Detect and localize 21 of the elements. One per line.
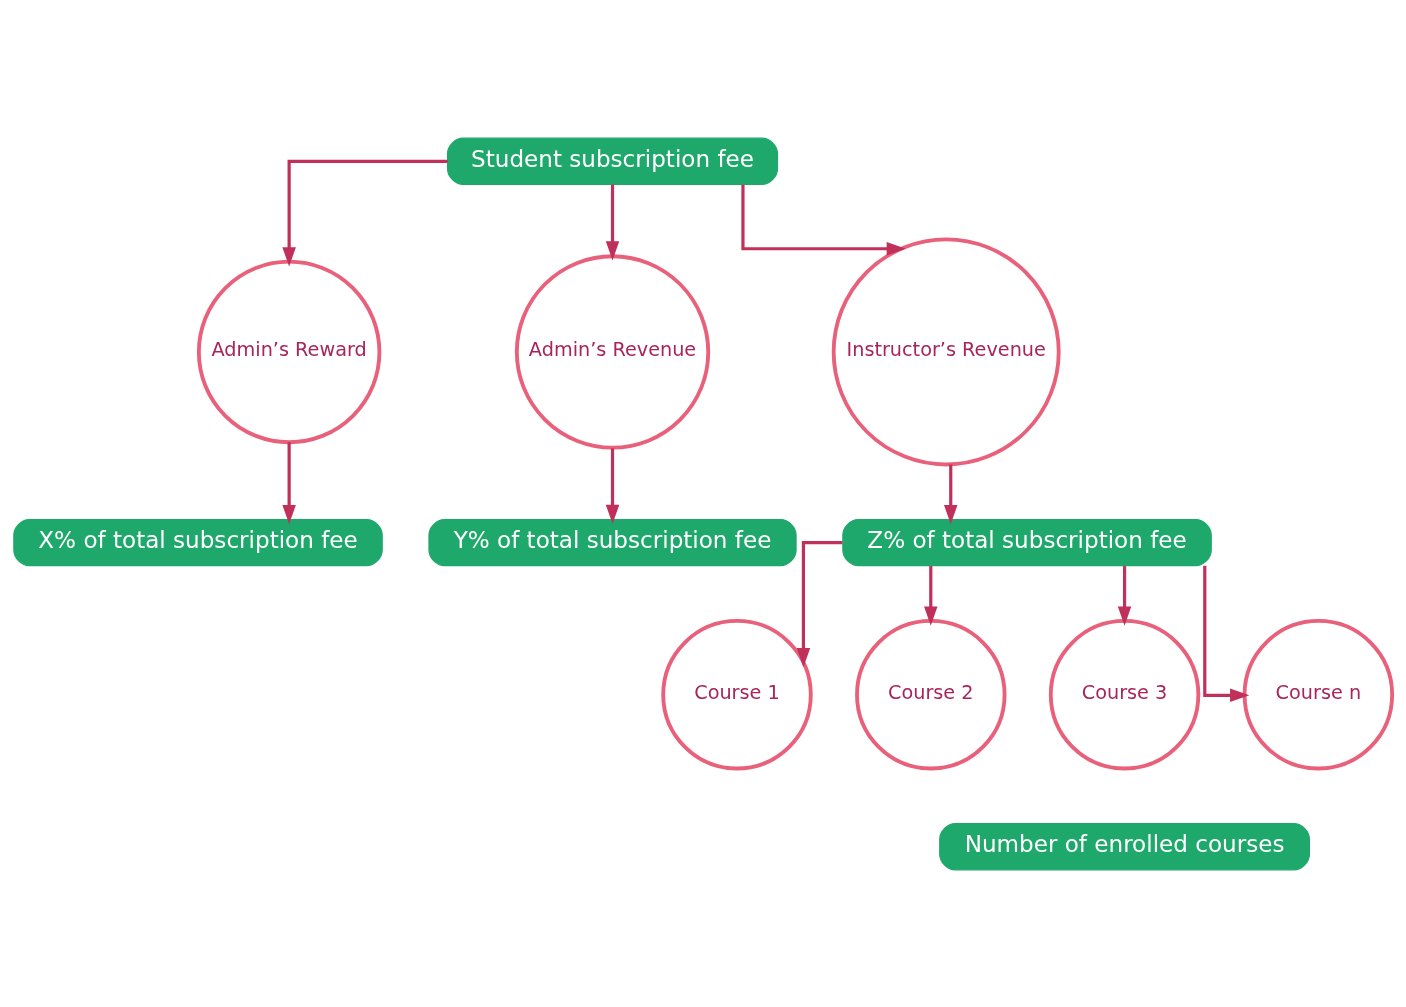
node-circle: Instructor’s Revenue — [831, 236, 1061, 466]
node-box: Number of enrolled courses — [939, 822, 1310, 870]
arrow — [796, 540, 843, 667]
node-circle: Course 3 — [1048, 618, 1201, 770]
arrow — [282, 441, 296, 524]
arrow — [1117, 565, 1132, 626]
arrow — [741, 184, 906, 255]
arrow — [944, 464, 958, 524]
arrow — [605, 184, 620, 260]
node-box: X% of total subscription fee — [13, 518, 383, 566]
arrow — [282, 159, 448, 267]
node-circle: Course 2 — [855, 618, 1007, 770]
node-box: Y% of total subscription fee — [428, 518, 797, 566]
node-circle: Admin’s Reward — [196, 259, 382, 444]
arrow — [605, 447, 620, 524]
arrow — [924, 565, 938, 626]
arrow — [1203, 565, 1250, 702]
node-circle: Admin’s Revenue — [514, 253, 711, 450]
node-box: Student subscription fee — [447, 137, 779, 185]
node-circle: Course n — [1242, 618, 1395, 770]
node-box: Z% of total subscription fee — [842, 518, 1212, 566]
